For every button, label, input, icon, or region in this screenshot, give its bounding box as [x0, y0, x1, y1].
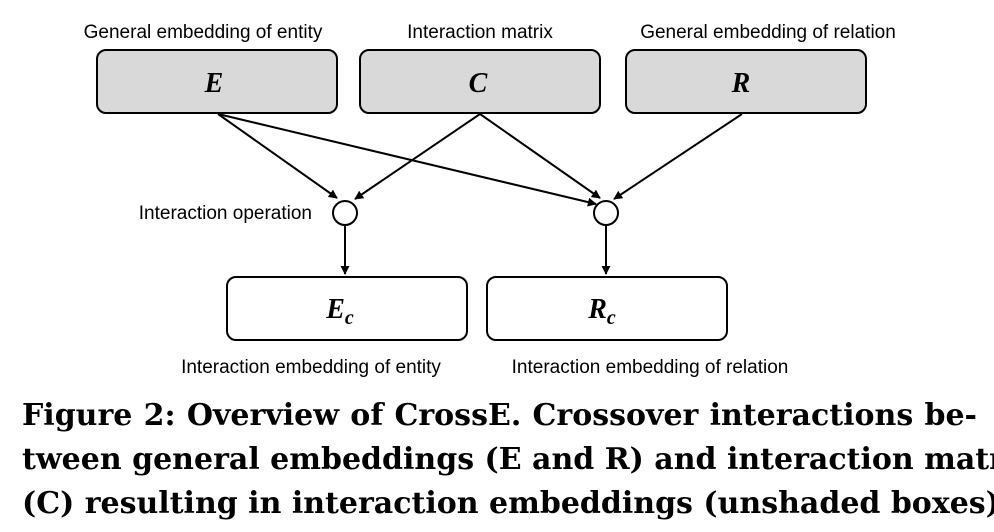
caption-line-1: Figure 2: Overview of CrossE. Crossover …: [22, 398, 977, 433]
interaction-operation-circle-entity: [332, 200, 358, 226]
box-Ec-label: Ec: [325, 294, 354, 329]
arrow-E-to-op1: [217, 113, 338, 199]
box-R: R: [625, 49, 867, 114]
figure-caption: Figure 2: Overview of CrossE. Crossover …: [22, 394, 994, 526]
caption-line-3: (C) resulting in interaction embeddings …: [22, 486, 994, 521]
box-Ec: Ec: [226, 276, 468, 341]
arrows-top: [217, 113, 743, 207]
label-interaction-operation: Interaction operation: [139, 203, 312, 224]
label-interaction-embedding-entity: Interaction embedding of entity: [181, 357, 441, 378]
label-interaction-embedding-relation: Interaction embedding of relation: [512, 357, 789, 378]
box-R-label: R: [731, 68, 751, 99]
arrow-R-to-op2: [613, 113, 743, 200]
caption-line-2: tween general embeddings (E and R) and i…: [22, 442, 994, 477]
interaction-operation-circle-relation: [593, 200, 619, 226]
crosse-diagram: General embedding of entity Interaction …: [84, 22, 896, 378]
arrow-E-to-op2: [217, 113, 597, 207]
label-interaction-matrix: Interaction matrix: [407, 22, 553, 43]
arrows-bottom: [340, 226, 611, 275]
box-C: C: [359, 49, 601, 114]
box-Rc-label: Rc: [587, 294, 616, 329]
label-general-embedding-relation: General embedding of relation: [640, 22, 896, 43]
box-E: E: [96, 49, 338, 114]
arrow-C-to-op1: [354, 113, 481, 200]
box-C-label: C: [469, 68, 488, 99]
box-Rc: Rc: [486, 276, 728, 341]
label-general-embedding-entity: General embedding of entity: [84, 22, 323, 43]
arrow-C-to-op2: [479, 113, 601, 199]
box-E-label: E: [204, 68, 224, 99]
